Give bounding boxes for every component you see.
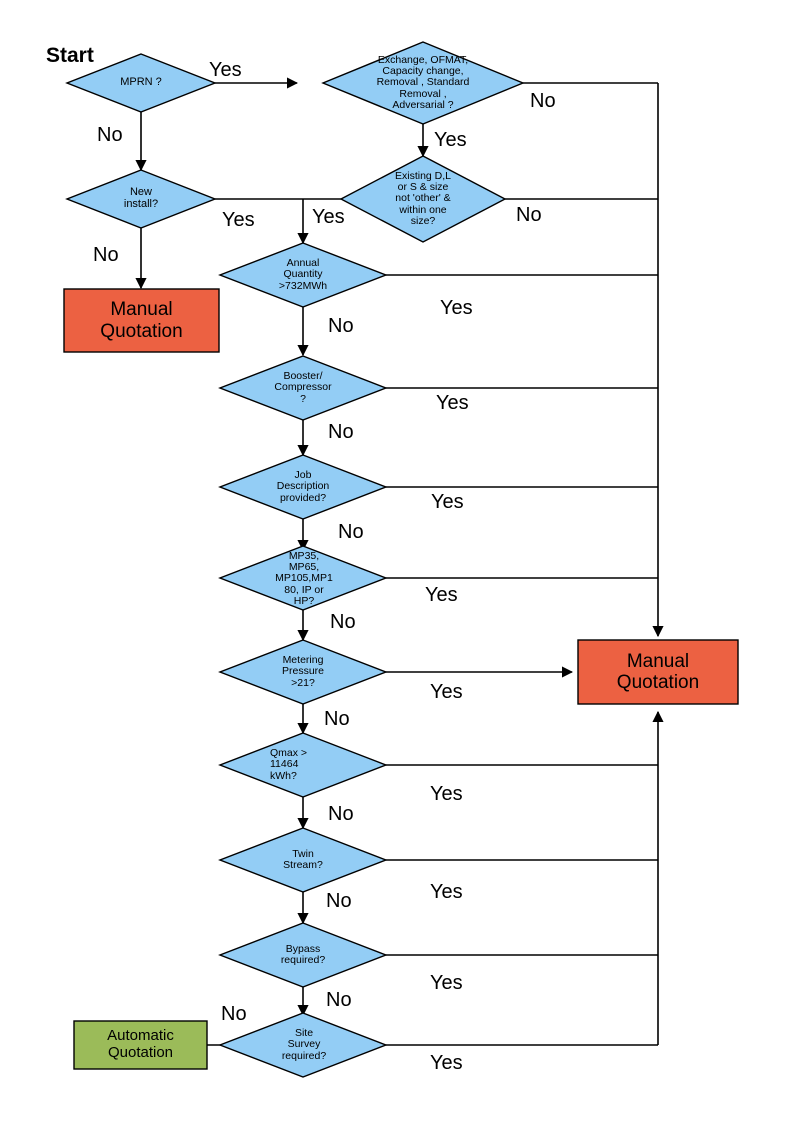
decision-booster [218, 355, 388, 421]
decision-existing [339, 155, 507, 243]
edge-label-sitesurvey-yes: Yes [430, 1052, 463, 1074]
edge-label-existing-no: No [516, 204, 542, 226]
decision-mpsizes [218, 545, 388, 611]
edge-label-jobdesc-no: No [338, 521, 364, 543]
edge-label-newinstall-yes: Yes [222, 209, 255, 231]
edge-label-mpsizes-yes: Yes [425, 584, 458, 606]
terminal-automatic [73, 1020, 208, 1070]
decision-qmax [218, 732, 388, 798]
edge-label-exchange-no: No [530, 90, 556, 112]
decision-jobdesc [218, 454, 388, 520]
edge-label-qmax-no: No [328, 803, 354, 825]
decision-bypass [218, 922, 388, 988]
edge-label-metering-no: No [324, 708, 350, 730]
edge-label-annual-yes: Yes [440, 297, 473, 319]
decision-sitesurvey [218, 1012, 388, 1078]
edge-label-annual-no: No [328, 315, 354, 337]
edge-label-mpsizes-no: No [330, 611, 356, 633]
terminal-manual-left [63, 288, 220, 353]
edge-label-existing-yes: Yes [312, 206, 345, 228]
edge-label-booster-yes: Yes [436, 392, 469, 414]
edge-label-newinstall-no: No [93, 244, 119, 266]
edge-label-mprn-no: No [97, 124, 123, 146]
edge-label-twin-no: No [326, 890, 352, 912]
edge-label-exchange-yes: Yes [434, 129, 467, 151]
edge-label-qmax-yes: Yes [430, 783, 463, 805]
edge-label-bypass-yes: Yes [430, 972, 463, 994]
edge-label-jobdesc-yes: Yes [431, 491, 464, 513]
start-label: Start [46, 44, 94, 67]
decision-annual [218, 242, 388, 308]
decision-exchange [321, 41, 525, 125]
edge-label-sitesurvey-no: No [221, 1003, 247, 1025]
edge-label-mprn-yes: Yes [209, 59, 242, 81]
decision-mprn [65, 53, 217, 113]
edge-label-booster-no: No [328, 421, 354, 443]
decision-metering [218, 639, 388, 705]
decision-newinstall [65, 169, 217, 229]
edge-label-bypass-no: No [326, 989, 352, 1011]
decision-twin [218, 827, 388, 893]
terminal-manual-right [577, 639, 739, 705]
edge-label-twin-yes: Yes [430, 881, 463, 903]
edge-label-metering-yes: Yes [430, 681, 463, 703]
